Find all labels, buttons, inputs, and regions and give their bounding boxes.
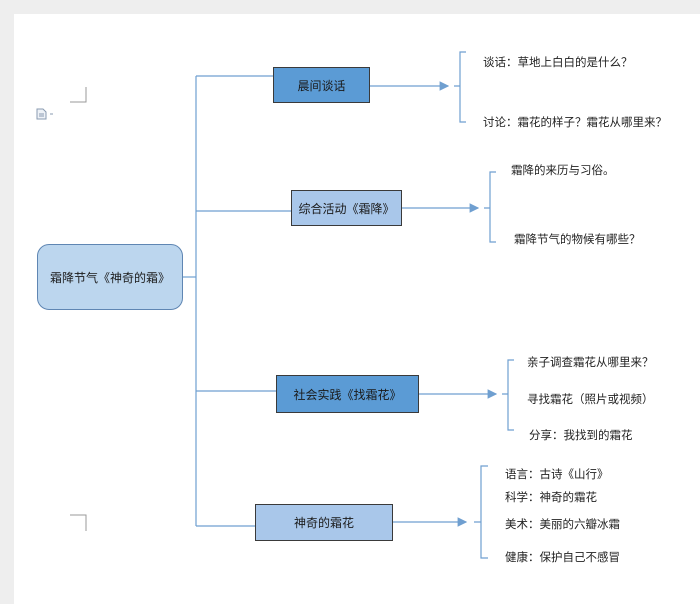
leaf-item: 科学：神奇的霜花 xyxy=(505,490,597,504)
branch-label: 神奇的霜花 xyxy=(293,516,354,530)
crop-mark-icon xyxy=(70,514,87,531)
bracket-4 xyxy=(474,465,488,559)
leaf-item: 健康：保护自己不感冒 xyxy=(505,550,620,564)
leaf-item: 寻找霜花（照片或视频） xyxy=(527,392,654,406)
branch-node-morning-talk[interactable]: 晨间谈话 xyxy=(273,67,370,103)
leaf-item: 美术：美丽的六瓣冰霜 xyxy=(505,517,620,531)
branch-node-frost-flower[interactable]: 神奇的霜花 xyxy=(255,504,393,541)
document-icon[interactable] xyxy=(36,108,56,120)
leaf-item: 霜降节气的物候有哪些？ xyxy=(514,232,641,246)
branch-node-social-practice[interactable]: 社会实践《找霜花》 xyxy=(276,375,419,413)
branch-label: 社会实践《找霜花》 xyxy=(293,387,402,402)
leaf-item: 谈话：草地上白白的是什么？ xyxy=(483,55,633,69)
leaf-item: 霜降的来历与习俗。 xyxy=(511,163,615,177)
branch-label: 综合活动《霜降》 xyxy=(298,201,395,216)
crop-mark-icon xyxy=(70,87,87,103)
leaf-item: 语言：古诗《山行》 xyxy=(505,467,609,481)
branch-node-activity[interactable]: 综合活动《霜降》 xyxy=(291,190,402,226)
bracket-1 xyxy=(454,51,466,123)
bracket-3 xyxy=(502,359,514,431)
root-node[interactable]: 霜降节气《神奇的霜》 xyxy=(37,244,183,310)
leaf-item: 亲子调查霜花从哪里来？ xyxy=(527,355,654,369)
bracket-2 xyxy=(484,171,496,243)
leaf-item: 分享：我找到的霜花 xyxy=(529,428,633,442)
leaf-item: 讨论：霜花的样子？霜花从哪里来？ xyxy=(483,115,667,129)
branch-label: 晨间谈话 xyxy=(297,78,346,93)
root-label: 霜降节气《神奇的霜》 xyxy=(49,270,170,285)
